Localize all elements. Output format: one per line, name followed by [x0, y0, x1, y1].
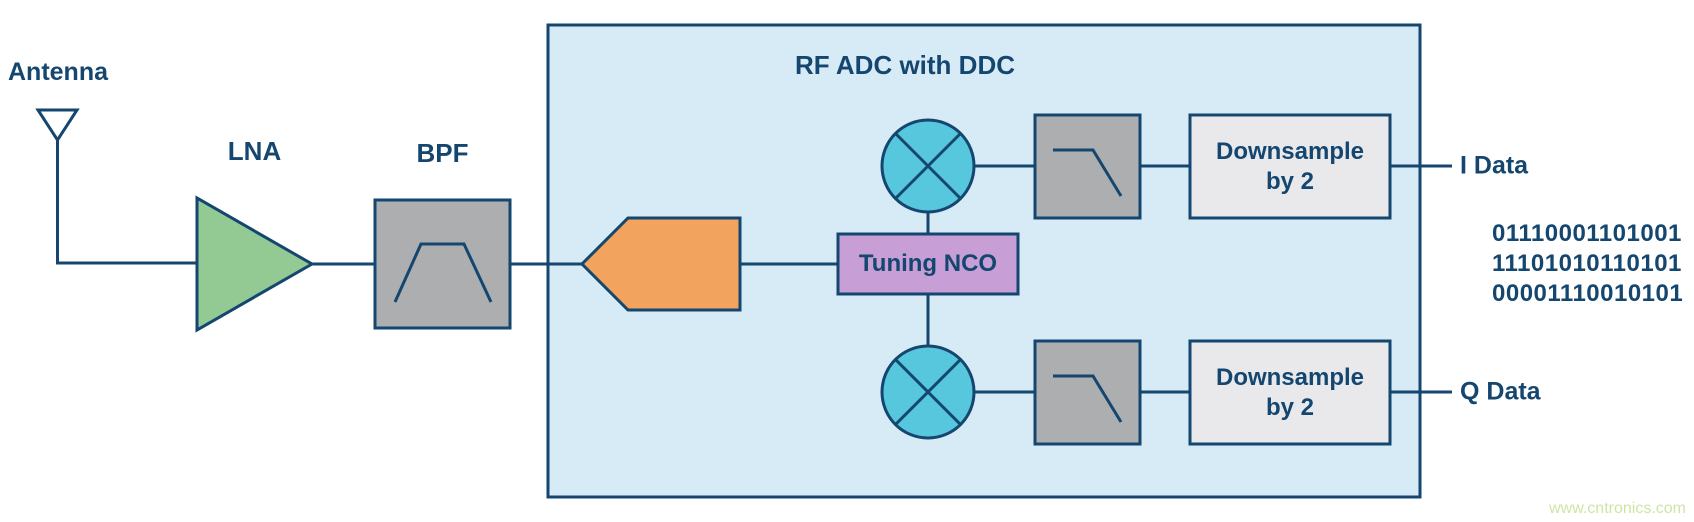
binary-output-line-1: 01110001101001 [1492, 220, 1682, 247]
lowpass-filter-bottom-icon [1053, 374, 1123, 423]
downsample-top-label: Downsample by 2 [1190, 115, 1390, 218]
downsample-bottom-line2: by 2 [1265, 393, 1315, 421]
antenna-icon [35, 108, 80, 143]
downsample-top-line1: Downsample [1215, 137, 1365, 165]
mixer-top-x-line-2 [894, 132, 962, 200]
bpf-label: BPF [416, 138, 469, 168]
binary-output-line-3: 00001110010101 [1492, 280, 1684, 307]
tuning-nco-box [836, 232, 1020, 296]
downsample-top-line2: by 2 [1265, 167, 1315, 195]
mixer-bottom-icon [880, 344, 976, 440]
binary-output-block: 01110001101001 11101010110101 0000111001… [1492, 219, 1683, 309]
antenna-stem-wire [56, 138, 197, 265]
i-data-label: I Data [1460, 151, 1529, 180]
downsample-bottom-line1: Downsample [1215, 363, 1365, 391]
adc-arrow-icon [579, 216, 742, 312]
lowpass-filter-top-box [1033, 113, 1142, 220]
q-data-label: Q Data [1460, 377, 1541, 406]
downsample-bottom-box [1188, 339, 1392, 446]
wires [56, 138, 1452, 394]
tuning-nco-label: Tuning NCO [858, 250, 998, 277]
mixer-bottom-x-line-2 [894, 358, 962, 426]
amplifier-triangle-icon [195, 195, 316, 333]
bandpass-filter-icon [393, 242, 493, 303]
lowpass-filter-top-icon [1053, 148, 1123, 197]
antenna-label: Antenna [8, 58, 108, 86]
lowpass-filter-bottom-box [1033, 339, 1142, 446]
lna-label: LNA [227, 136, 282, 166]
watermark: www.cntronics.com [1549, 500, 1686, 517]
mixer-top-icon [880, 118, 976, 214]
ddc-panel-title: RF ADC with DDC [794, 50, 1015, 80]
binary-output-line-2: 11101010110101 [1492, 250, 1682, 277]
bpf-box [373, 198, 512, 330]
downsample-top-box [1188, 113, 1392, 220]
downsample-bottom-label: Downsample by 2 [1190, 341, 1390, 444]
